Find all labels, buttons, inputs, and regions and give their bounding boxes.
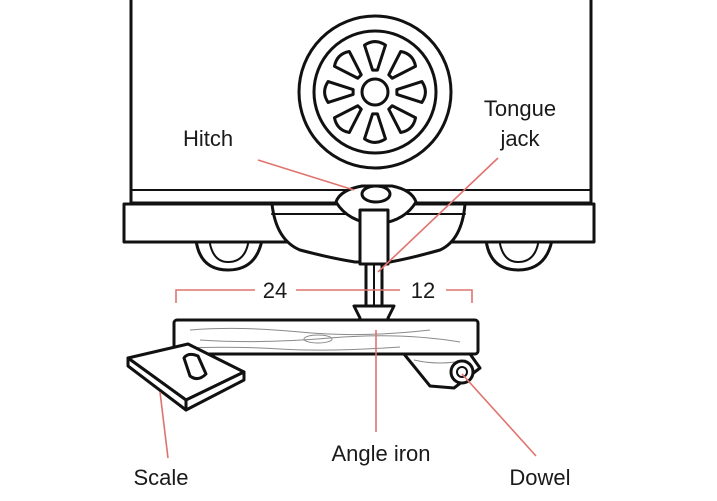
dimension-left-value: 24 <box>263 278 287 303</box>
hitch-callout-line <box>257 159 355 191</box>
wheel-slot <box>332 104 363 135</box>
scale-callout-line <box>159 391 169 459</box>
label-tongue-jack-line1: Tongue <box>484 96 556 121</box>
label-dowel: Dowel <box>509 465 570 490</box>
tongue-jack <box>352 208 396 338</box>
coupler-ball <box>360 184 392 204</box>
wheel-slot <box>387 49 418 80</box>
wheel-hub <box>360 77 390 107</box>
beam-knot <box>303 334 333 344</box>
beam-grain-2 <box>199 335 461 343</box>
labels: Hitch Tongue jack Angle iron Scale Dowel <box>133 96 570 490</box>
label-angle-iron: Angle iron <box>331 441 430 466</box>
scale-front <box>184 370 246 412</box>
beam-grain-1 <box>189 327 431 336</box>
scale-dowel <box>182 352 208 381</box>
left-wheel-rim <box>209 243 249 263</box>
trailer-wheels <box>194 238 554 272</box>
dimension-right-arm <box>446 289 473 303</box>
label-tongue-jack-line2: jack <box>499 126 540 151</box>
beam-face <box>172 318 480 356</box>
dimension-line: 24 12 <box>175 278 473 303</box>
callout-lines <box>159 157 537 459</box>
wheel-slot <box>363 40 387 72</box>
jack-housing <box>358 208 390 266</box>
label-scale: Scale <box>133 465 188 490</box>
spare-wheel <box>297 14 453 170</box>
dimension-left-arm <box>175 289 255 303</box>
dimension-right-value: 12 <box>411 278 435 303</box>
wheel-slot <box>387 104 418 135</box>
right-wheel <box>484 238 554 272</box>
dowel-callout-line <box>461 373 537 457</box>
dowel-rod-end <box>456 366 468 378</box>
wheel-slot <box>363 112 387 144</box>
dowel-support <box>402 352 482 390</box>
wheel-slots <box>323 40 427 144</box>
left-wheel <box>194 238 264 272</box>
wheel-slot <box>395 80 427 104</box>
wheel-slot <box>332 49 363 80</box>
label-hitch: Hitch <box>183 126 233 151</box>
right-wheel-rim <box>499 243 539 263</box>
tongue-jack-callout-line <box>377 157 499 273</box>
beam-grain-3 <box>181 346 401 351</box>
wood-beam <box>172 318 480 356</box>
wheel-slot <box>323 80 355 104</box>
scale <box>126 342 246 412</box>
dowel-rod <box>449 359 475 385</box>
